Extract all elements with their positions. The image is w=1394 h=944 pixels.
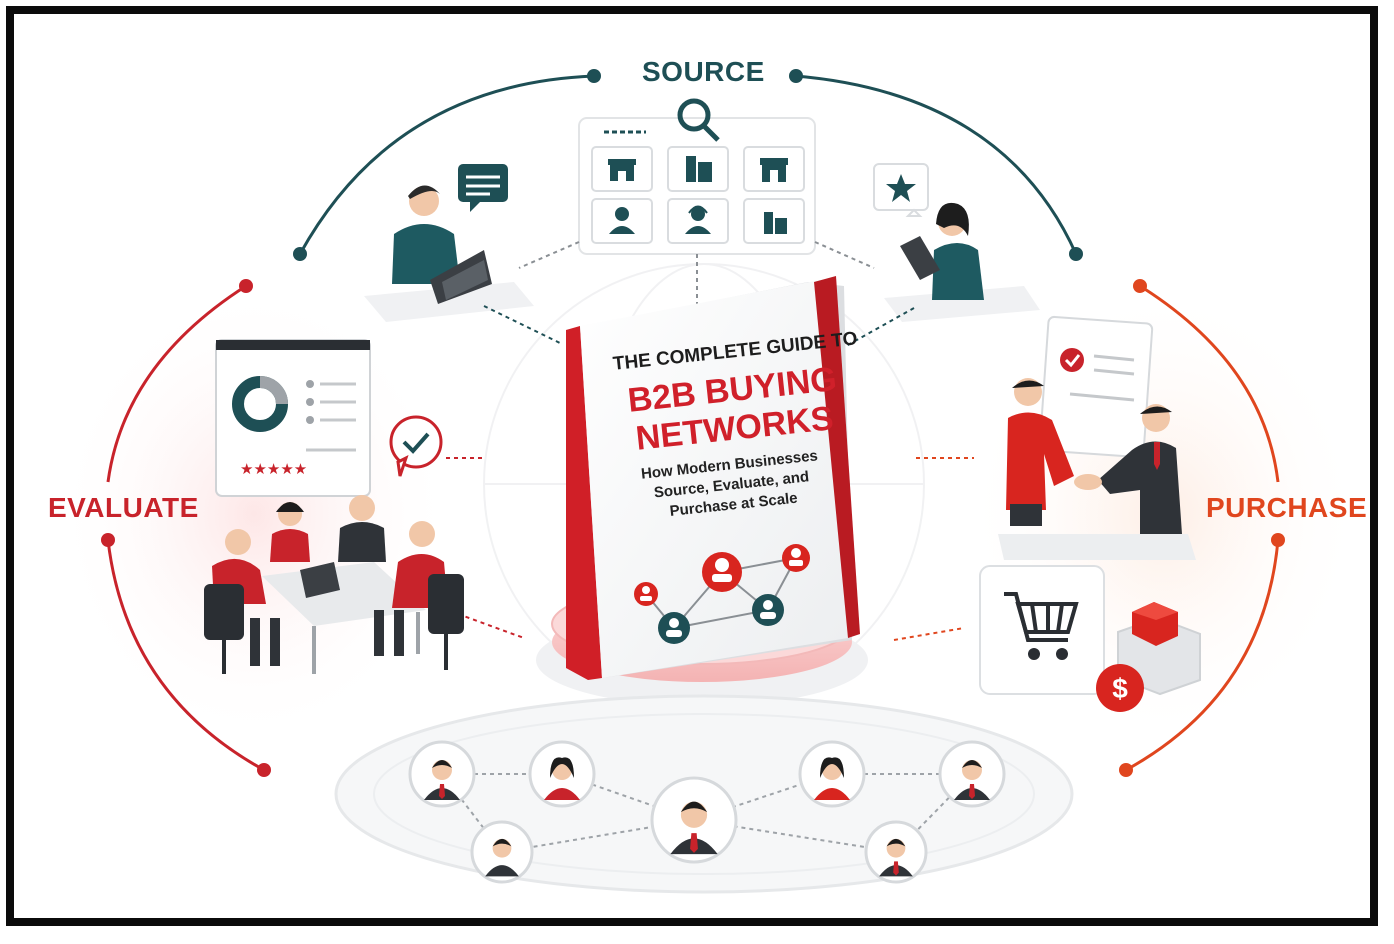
evaluate-label: EVALUATE [48, 492, 199, 523]
network-member-avatar [470, 820, 534, 884]
connector-line [518, 241, 580, 269]
person-icon [609, 207, 635, 234]
deal-handshake [998, 315, 1196, 560]
network-nodes [408, 740, 1006, 884]
building-icon [686, 156, 712, 182]
evaluate-arc-node [101, 533, 115, 547]
book-network-graphic [634, 544, 810, 644]
connector-line [457, 613, 525, 639]
team-meeting [204, 495, 464, 674]
supplier-directory-panel [578, 98, 816, 255]
shop-icon [608, 159, 636, 181]
svg-text:$: $ [1112, 673, 1128, 704]
evaluate-arc-node [257, 763, 271, 777]
buyer-with-laptop [364, 185, 534, 322]
source-arc-node [587, 69, 601, 83]
purchase-arc [1125, 284, 1280, 772]
evaluate-arc [106, 284, 265, 772]
network-diagram: ★★★★★ [54, 69, 1364, 894]
connector-line [845, 307, 915, 347]
search-icon [677, 98, 720, 142]
purchase-label: PURCHASE [1206, 492, 1368, 523]
star-badge-icon [873, 163, 929, 217]
network-member-avatar [650, 776, 738, 864]
network-member-avatar [528, 740, 596, 808]
purchase-arc-node [1119, 763, 1133, 777]
network-member-avatar [864, 820, 928, 884]
storefront-icon [760, 158, 788, 182]
source-arc-node [1069, 247, 1083, 261]
network-member-avatar [408, 740, 476, 808]
evaluation-dashboard [215, 339, 371, 497]
buyer-with-tablet [884, 202, 1040, 322]
connector-line [483, 305, 563, 345]
dollar-coin-icon: $ [1096, 664, 1144, 712]
source-arc-node [293, 247, 307, 261]
support-agent-icon [685, 205, 711, 234]
network-member-avatar [798, 740, 866, 808]
rating-stars: ★★★★★ [240, 460, 307, 478]
office-icon [764, 212, 787, 234]
source-arc [298, 74, 1078, 255]
shopping-cart-icon [1004, 592, 1079, 642]
network-member-avatar [938, 740, 1006, 808]
connector-line [814, 241, 875, 269]
chat-bubble-icon [458, 164, 508, 212]
guide-book [566, 276, 860, 680]
connector-line [893, 627, 965, 641]
illustration-frame: ★★★★★ [6, 6, 1378, 926]
purchase-arc-node [1133, 279, 1147, 293]
checkmark-bubble-icon [389, 415, 443, 477]
source-label: SOURCE [642, 56, 765, 87]
source-arc-node [789, 69, 803, 83]
checkout-panel [979, 565, 1105, 695]
purchase-arc-node [1271, 533, 1285, 547]
evaluate-arc-node [239, 279, 253, 293]
